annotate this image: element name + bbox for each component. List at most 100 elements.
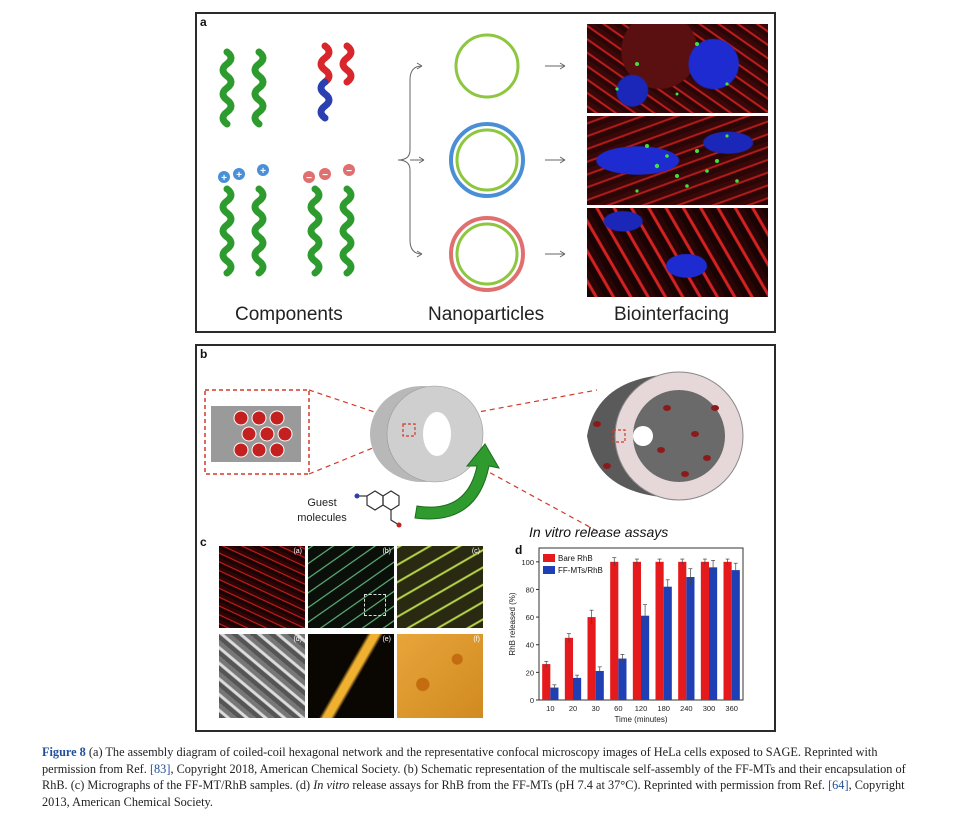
y-tick-label-1: 20: [526, 668, 534, 677]
large-nanotube: [587, 371, 744, 501]
bar-1-4: [641, 615, 650, 700]
helix-pair-positive: [219, 185, 267, 277]
legend-label-0: Bare RhB: [558, 554, 593, 563]
panel-b-label: b: [200, 347, 208, 361]
mid-nanotube: [370, 385, 484, 483]
caption-part-2: , Copyright 2018, American Chemical Soci…: [42, 761, 906, 793]
charge-minus-1: −: [306, 173, 312, 184]
micrograph-label-c: (c): [471, 548, 480, 555]
panel-d-label: d: [515, 543, 523, 557]
green-dots-2: [635, 134, 739, 193]
positive-charges: + + +: [218, 164, 269, 184]
nanoparticle-blue: [449, 122, 525, 198]
negative-charges: − − −: [303, 164, 355, 184]
micrograph-a: (a): [219, 546, 305, 628]
release-chart: 0 20 40 60 80 100 10 20 30 60 120 180 240 300 360 Bare …: [508, 547, 744, 724]
caption-part-4: , Copyright 2013, American Chemical Soci…: [42, 778, 905, 809]
chart-title: In vitro release assays: [529, 524, 669, 540]
x-axis-label: Time (minutes): [614, 715, 667, 724]
y-tick-label-4: 80: [526, 585, 534, 594]
panel-a: a + + + − − −: [195, 12, 776, 333]
legend-swatch-1: [543, 566, 555, 574]
bar-0-4: [632, 561, 641, 700]
x-tick-label-7: 300: [703, 704, 716, 713]
confocal-image-2: [587, 116, 768, 205]
y-tick-label-5: 100: [521, 558, 534, 567]
caption-part-1: (a) The assembly diagram of coiled-coil …: [42, 745, 878, 776]
x-tick-label-6: 240: [680, 704, 693, 713]
ref-link-64[interactable]: [64]: [828, 778, 849, 792]
x-tick-label-2: 30: [591, 704, 599, 713]
bar-1-2: [595, 670, 604, 700]
bar-1-5: [663, 586, 672, 700]
ref-link-83[interactable]: [83]: [149, 761, 171, 776]
helix-pair-red-blue: [317, 42, 355, 122]
inset-bundle: [211, 406, 301, 462]
y-axis-label: RhB released (%): [508, 592, 517, 655]
micrograph-f: (f): [397, 634, 483, 718]
bar-1-3: [618, 658, 627, 700]
figure-caption: Figure 8 (a) The assembly diagram of coi…: [42, 744, 934, 810]
nanoparticle-green: [454, 33, 520, 99]
arrows-to-images: [545, 62, 566, 258]
charge-plus-2: +: [236, 170, 242, 181]
nanoparticle-red: [449, 216, 525, 292]
charge-minus-2: −: [322, 170, 328, 181]
guest-molecules-label: Guest molecules: [297, 497, 347, 524]
figure-label: Figure 8: [42, 745, 86, 759]
micrograph-b-selection: [364, 594, 386, 616]
legend-label-1: FF-MTs/RhB: [558, 566, 603, 575]
y-tick-label-2: 40: [526, 641, 534, 650]
bar-0-5: [655, 561, 664, 700]
bar-1-8: [731, 570, 740, 700]
x-tick-label-8: 360: [725, 704, 738, 713]
micrograph-label-a: (a): [293, 548, 302, 555]
bar-1-0: [550, 687, 559, 700]
bar-0-8: [723, 561, 732, 700]
section-biointerfacing: Biointerfacing: [614, 304, 730, 325]
y-tick-label-3: 60: [526, 613, 534, 622]
micrograph-label-b: (b): [382, 548, 391, 555]
panel-c-label: c: [200, 535, 207, 549]
panel-a-label: a: [200, 15, 207, 29]
charge-plus-3: +: [260, 166, 266, 177]
nanotube-schematic: [204, 371, 744, 532]
uptake-arrow: [414, 443, 500, 520]
bar-0-2: [587, 617, 596, 700]
charge-minus-3: −: [346, 166, 352, 177]
section-components: Components: [235, 304, 343, 325]
x-tick-label-3: 60: [614, 704, 622, 713]
bar-0-7: [700, 561, 709, 700]
caption-italic: In vitro: [313, 778, 350, 792]
micrograph-label-d: (d): [293, 636, 302, 643]
micrograph-e: (e): [308, 634, 394, 718]
charge-plus-1: +: [221, 173, 227, 184]
bar-1-7: [709, 567, 718, 700]
helix-pair-negative: [307, 185, 355, 277]
micrograph-d: (d): [219, 634, 305, 718]
x-tick-label-4: 120: [635, 704, 648, 713]
micrograph-b: (b): [308, 546, 394, 628]
micrograph-c: (c): [397, 546, 483, 628]
green-dots-1: [615, 42, 729, 96]
coiled-coil-diagram: + + + − − −: [218, 33, 566, 292]
x-tick-label-5: 180: [657, 704, 670, 713]
confocal-image-3: [587, 208, 768, 297]
section-nanoparticles: Nanoparticles: [428, 304, 545, 325]
micrograph-label-e: (e): [382, 636, 391, 643]
caption-part-3: release assays for RhB from the FF-MTs (…: [349, 778, 829, 792]
bar-0-3: [610, 561, 619, 700]
bar-1-6: [686, 577, 695, 700]
brace-arrows: [397, 62, 425, 258]
panel-bcd: b: [195, 344, 776, 732]
legend-swatch-0: [543, 554, 555, 562]
micrograph-label-f: (f): [473, 636, 480, 643]
bar-0-0: [542, 664, 551, 700]
x-tick-label-0: 10: [546, 704, 554, 713]
y-tick-label-0: 0: [530, 696, 534, 705]
x-tick-label-1: 20: [569, 704, 577, 713]
bar-0-1: [564, 637, 573, 700]
guest-molecule: [354, 490, 402, 528]
bar-0-6: [678, 561, 687, 700]
confocal-image-1: [587, 24, 768, 113]
